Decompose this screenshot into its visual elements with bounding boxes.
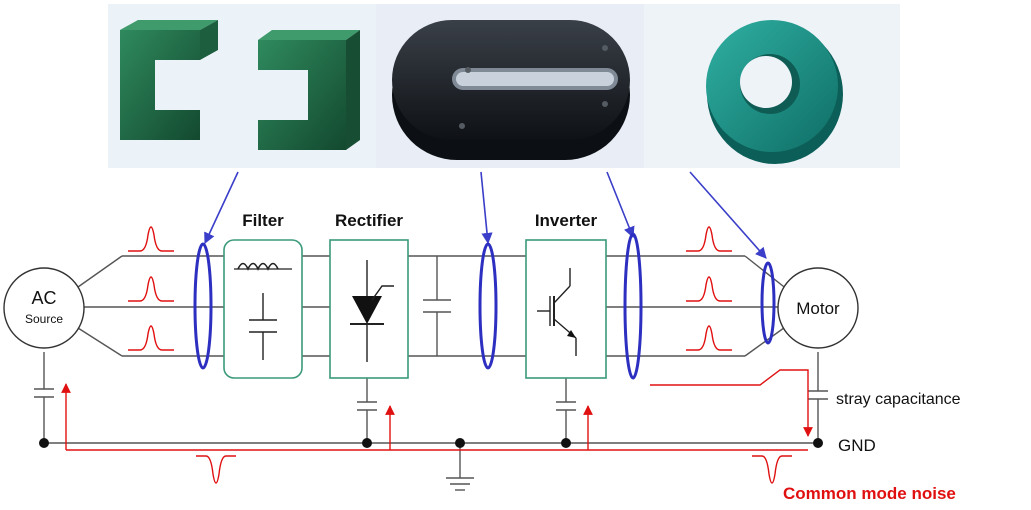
inverter-block [525,239,607,379]
core-pointer-arrows [204,171,767,259]
motor: Motor [777,267,859,349]
power-wires [34,255,828,491]
oval-core-photo [376,4,644,168]
motor-label: Motor [796,299,840,318]
filter-title: Filter [242,211,284,230]
core-ring-dc-bus [478,242,498,370]
inverter-title: Inverter [535,211,598,230]
stray-capacitance-label: stray capacitance [836,391,961,408]
filter-block [223,239,303,379]
rectifier-title: Rectifier [335,211,403,230]
common-mode-current-path [61,369,813,451]
core-ring-output [623,232,643,380]
core-rings [193,232,776,380]
rectifier-block [329,239,409,379]
u-core-left-shape [120,30,200,140]
common-mode-noise-label: Common mode noise [783,484,956,503]
u-core-photo [108,4,376,168]
u-core-right-shape [258,40,346,150]
ac-source-label: AC [31,288,56,308]
ac-source: AC Source [3,267,85,349]
ground-nodes [39,438,823,448]
photo-strip [108,4,900,168]
gnd-label: GND [838,436,876,455]
noise-pulses [128,226,792,484]
core-ring-motor [760,261,776,345]
core-ring-input [193,242,213,370]
ac-source-sublabel: Source [25,312,63,326]
toroid-core-photo [644,4,900,168]
thyristor-icon [352,296,382,324]
